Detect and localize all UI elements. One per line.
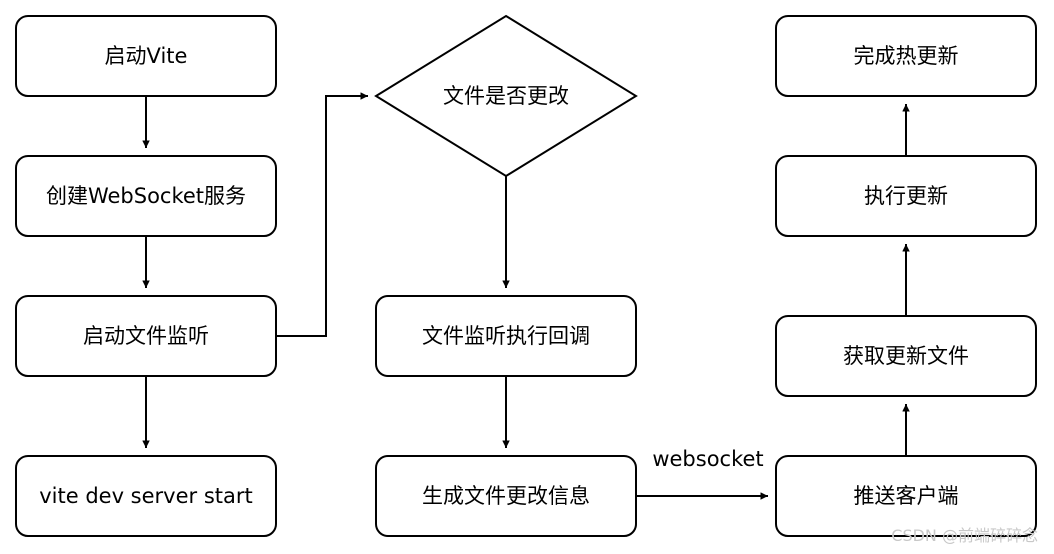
node-dev-server-start-label: vite dev server start (39, 484, 253, 508)
node-create-websocket: 创建WebSocket服务 (15, 155, 277, 237)
node-push-client-label: 推送客户端 (854, 484, 959, 508)
edge-filewatch-to-decision (276, 92, 368, 337)
node-watch-callback: 文件监听执行回调 (375, 295, 637, 377)
node-file-changed-label: 文件是否更改 (443, 84, 569, 108)
node-watch-callback-label: 文件监听执行回调 (422, 324, 590, 348)
node-generate-change-info-label: 生成文件更改信息 (422, 484, 590, 508)
node-execute-update: 执行更新 (775, 155, 1037, 237)
edge-label-websocket: websocket (652, 447, 763, 471)
edges (142, 92, 910, 500)
node-start-file-watch: 启动文件监听 (15, 295, 277, 377)
node-execute-update-label: 执行更新 (864, 184, 948, 208)
node-dev-server-start: vite dev server start (15, 455, 277, 537)
node-file-changed-decision: 文件是否更改 (374, 14, 638, 178)
node-push-client: 推送客户端 (775, 455, 1037, 537)
watermark: CSDN @前端碎碎念 (891, 526, 1038, 545)
node-generate-change-info: 生成文件更改信息 (375, 455, 637, 537)
node-fetch-updated-file-label: 获取更新文件 (843, 344, 969, 368)
node-start-vite: 启动Vite (15, 15, 277, 97)
node-hot-update-done-label: 完成热更新 (854, 44, 959, 68)
node-create-websocket-label: 创建WebSocket服务 (46, 184, 246, 208)
node-fetch-updated-file: 获取更新文件 (775, 315, 1037, 397)
node-start-vite-label: 启动Vite (105, 44, 188, 68)
node-hot-update-done: 完成热更新 (775, 15, 1037, 97)
node-start-file-watch-label: 启动文件监听 (83, 324, 209, 348)
